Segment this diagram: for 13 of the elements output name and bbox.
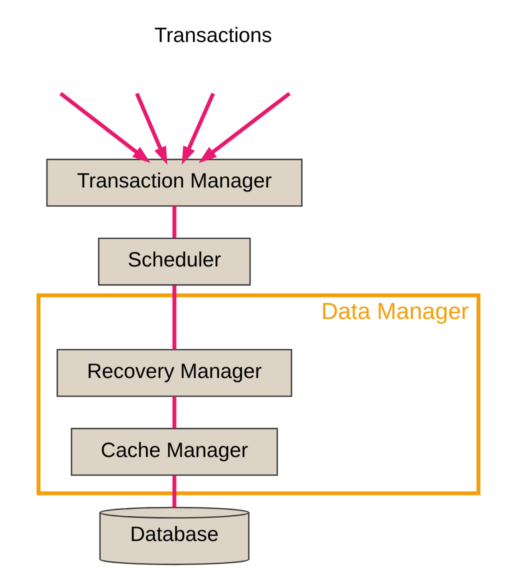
connector xyxy=(172,206,176,238)
arrow xyxy=(59,92,150,163)
node-box: Transaction Manager xyxy=(46,158,302,207)
connector xyxy=(172,396,176,428)
connector xyxy=(172,285,176,350)
arrow xyxy=(135,92,168,165)
node-box: Cache Manager xyxy=(70,428,278,476)
node-box: Recovery Manager xyxy=(56,348,292,397)
arrow xyxy=(182,92,215,165)
label: Transactions xyxy=(154,24,272,47)
connector xyxy=(172,475,176,508)
arrow xyxy=(198,92,291,163)
node-box: Scheduler xyxy=(98,238,251,286)
